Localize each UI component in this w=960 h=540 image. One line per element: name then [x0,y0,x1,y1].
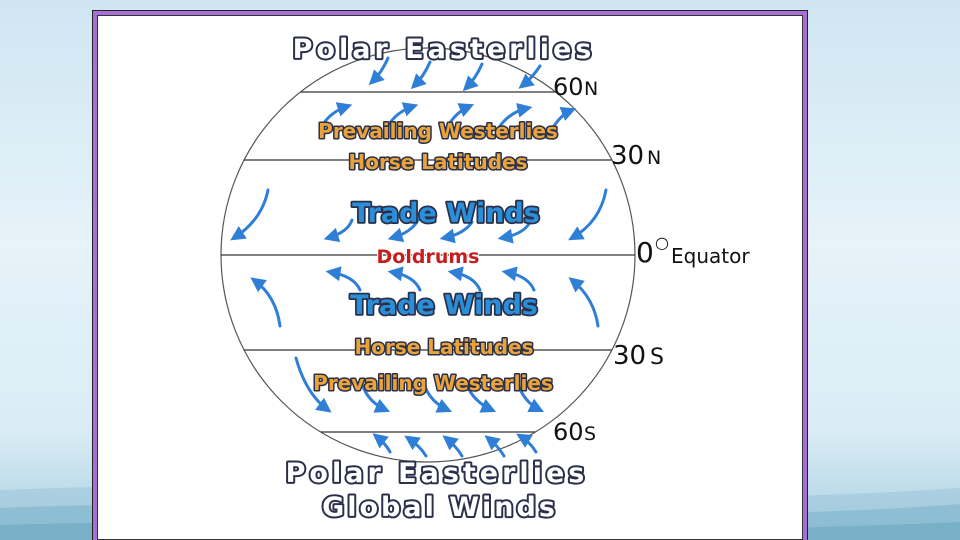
lat-60n-number: 60 [553,73,584,101]
label-doldrums: Doldrums [377,246,480,268]
wind-arrow [552,106,577,128]
lat-30s-number: 30 [613,341,646,371]
label-prevailing-westerlies-bottom: Prevailing Westerlies [313,371,553,395]
wind-arrow [439,220,474,244]
wind-arrow [422,382,453,413]
lat-0-equator-label: Equator [671,244,750,268]
wind-arrow [498,102,533,128]
wind-arrow [386,102,419,128]
lat-0-number: 0 [636,236,654,269]
wind-arrow [516,433,538,454]
label-horse-latitudes-bottom: Horse Latitudes [354,335,533,359]
wind-arrow [464,382,497,413]
lat-0-degree-symbol: ○ [655,233,669,252]
wind-arrow [484,435,506,458]
wind-arrow [372,433,392,454]
wind-arrow [325,266,362,292]
label-trade-winds-top: Trade Winds [352,198,540,229]
wind-arrow [387,266,422,292]
lat-30n-number: 30 [611,141,644,171]
wind-arrow [323,218,354,243]
label-horse-latitudes-top: Horse Latitudes [348,150,527,174]
wind-arrow [446,103,475,128]
label-prevailing-westerlies-top: Prevailing Westerlies [318,119,558,143]
lat-60n-dir: N [584,78,598,100]
wind-arrow [404,435,428,458]
lat-60s-number: 60 [553,418,584,446]
wind-arrow [250,277,282,328]
label-trade-winds-bottom: Trade Winds [350,290,538,321]
wind-arrow [518,64,542,89]
wind-arrow [501,266,536,292]
wind-arrow [368,56,390,86]
wind-arrow [410,60,432,90]
wind-arrow [360,382,391,413]
lat-60s-dir: S [584,423,596,445]
wind-arrow [230,188,270,241]
wind-arrow [442,435,464,458]
wind-arrow [497,220,532,244]
label-polar-easterlies-top: Polar Easterlies [293,34,596,65]
diagram-title: Global Winds [322,492,558,523]
lat-30s-dir: S [650,345,664,370]
lat-30n-dir: N [647,147,661,169]
wind-arrow [568,188,608,241]
wind-arrow [568,277,600,328]
wind-arrow [462,62,484,92]
label-polar-easterlies-bottom: Polar Easterlies [286,458,589,489]
wind-arrow [320,102,353,128]
wind-arrow [387,218,420,243]
wind-arrow [516,382,545,413]
wind-arrow [447,266,482,292]
wind-arrow [294,356,332,413]
